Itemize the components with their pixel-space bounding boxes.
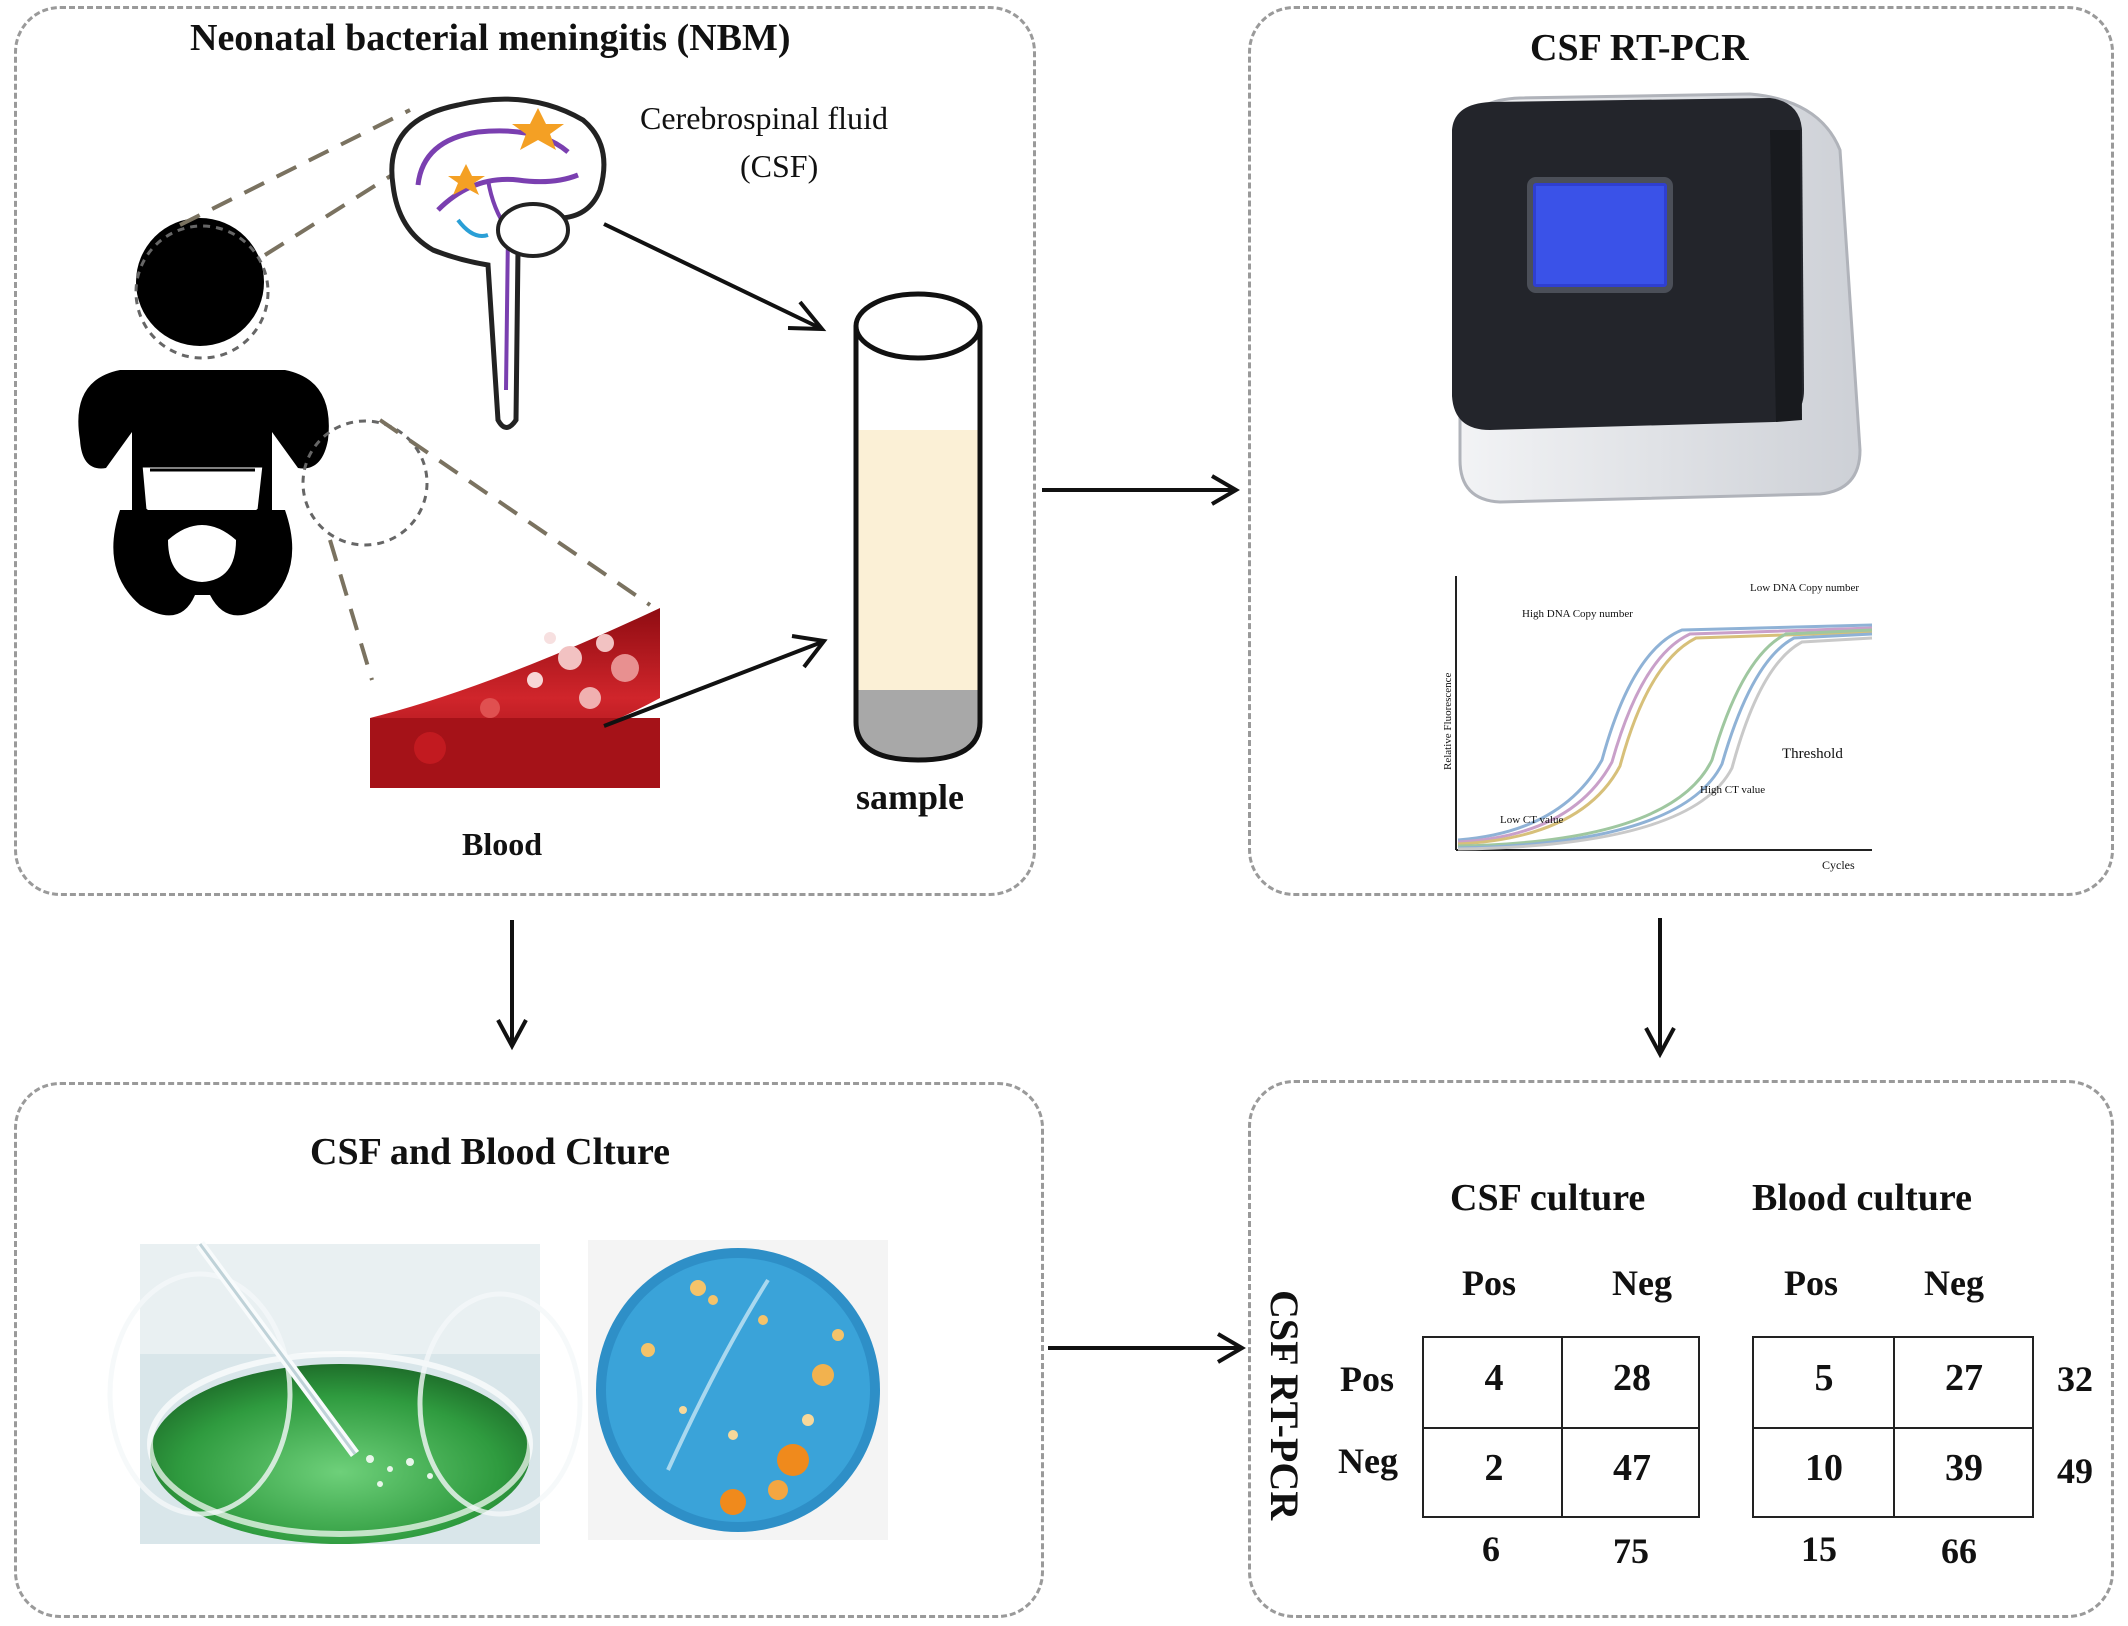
plot-ann-low-copy: Low DNA Copy number: [1750, 582, 1860, 594]
plot-ann-high-copy: High DNA Copy number: [1522, 608, 1633, 620]
arrow-to-pcr: [1042, 474, 1240, 506]
pcr-amplification-plot: [1442, 570, 1882, 870]
arm-highlight-circle: [301, 419, 429, 547]
panel-culture: [14, 1082, 1044, 1618]
csf-cell-pos-pos: 4: [1484, 1357, 1504, 1399]
sample-label: sample: [856, 777, 964, 817]
blood-col-pos: Pos: [1784, 1263, 1838, 1303]
arrow-blood-to-tube: [603, 634, 828, 728]
sample-tube: [853, 291, 983, 763]
row-label-pos: Pos: [1340, 1359, 1394, 1399]
plot-ylabel: Relative Fluorescence: [1442, 672, 1454, 770]
csf-cell-pos-neg: 28: [1613, 1357, 1651, 1399]
baby-icon: [78, 218, 329, 616]
blood-cell-neg-pos: 10: [1805, 1447, 1843, 1489]
arrow-pcr-to-results: [1644, 918, 1676, 1059]
blood-vessel-image: [370, 608, 660, 788]
blood-culture-header: Blood culture: [1752, 1177, 1972, 1219]
brain-spine-icon: [389, 96, 607, 430]
blood-cell-pos-neg: 27: [1945, 1357, 1983, 1399]
csf-cell-neg-neg: 47: [1613, 1447, 1651, 1489]
row-label-neg: Neg: [1338, 1441, 1398, 1481]
petri-dish-pipette-image: [107, 1241, 583, 1544]
blood-col-total-neg: 66: [1941, 1531, 1977, 1571]
csf-col-total-neg: 75: [1613, 1531, 1649, 1571]
panel-results: [1248, 1080, 2114, 1618]
arrow-culture-to-results: [1048, 1332, 1246, 1364]
blood-cell-pos-pos: 5: [1814, 1357, 1834, 1399]
panel-pcr: [1248, 6, 2114, 896]
row-total-pos: 32: [2057, 1359, 2093, 1399]
blood-col-neg: Neg: [1924, 1263, 1984, 1303]
zoom-guide-lines: [179, 108, 652, 681]
csf-col-pos: Pos: [1462, 1263, 1516, 1303]
plot-ann-low-ct: Low CT value: [1500, 814, 1564, 826]
csf-col-total-pos: 6: [1482, 1529, 1500, 1569]
blood-col-total-pos: 15: [1801, 1529, 1837, 1569]
panel-nbm-title: Neonatal bacterial meningitis (NBM): [190, 17, 791, 59]
csf-culture-table: [1422, 1336, 1700, 1518]
pcr-machine-icon: [1452, 92, 1862, 504]
arrow-csf-to-tube: [603, 222, 827, 332]
agar-plate-image: [588, 1240, 888, 1540]
blood-label: Blood: [462, 826, 543, 862]
csf-label-line1: Cerebrospinal fluid: [640, 100, 888, 136]
row-total-neg: 49: [2057, 1451, 2093, 1491]
csf-col-neg: Neg: [1612, 1263, 1672, 1303]
csf-label-line2: (CSF): [740, 148, 819, 184]
head-highlight-circle: [134, 224, 270, 360]
panel-pcr-title: CSF RT-PCR: [1530, 27, 1749, 69]
results-side-label: CSF RT-PCR: [1262, 1290, 1307, 1521]
blood-culture-table: [1752, 1336, 2034, 1518]
panel-culture-title: CSF and Blood Clture: [310, 1131, 671, 1173]
plot-ann-high-ct: High CT value: [1700, 784, 1766, 796]
plot-xlabel: Cycles: [1822, 858, 1855, 872]
blood-cell-neg-neg: 39: [1945, 1447, 1983, 1489]
csf-culture-header: CSF culture: [1450, 1177, 1646, 1219]
panel-nbm: [14, 6, 1036, 896]
csf-cell-neg-pos: 2: [1484, 1447, 1504, 1489]
plot-ann-threshold: Threshold: [1782, 746, 1843, 762]
arrow-to-culture: [496, 920, 528, 1051]
